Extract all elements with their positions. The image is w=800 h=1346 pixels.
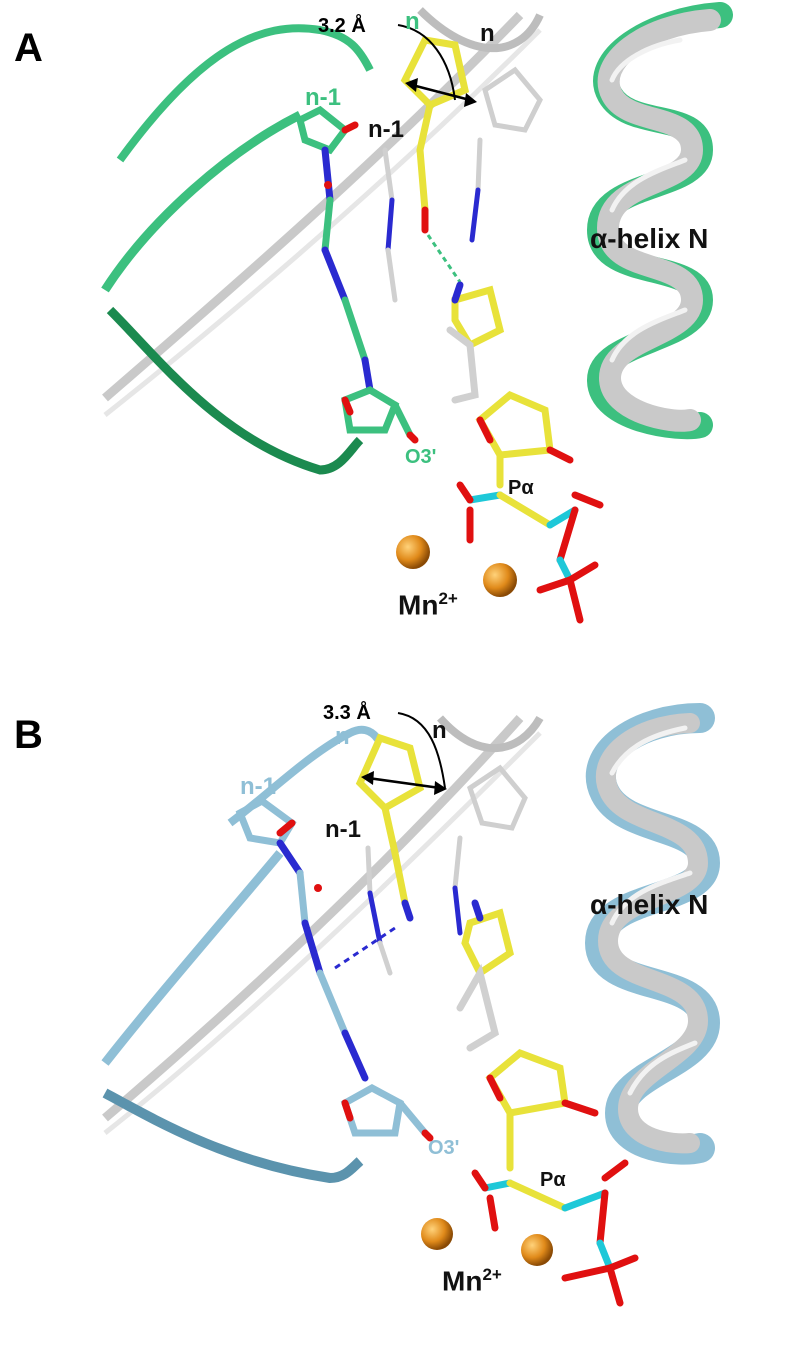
distance-label: 3.2 Å xyxy=(318,15,366,37)
grey-nucleotide-n xyxy=(452,764,528,936)
green-backbone-main xyxy=(101,110,303,293)
green-backbone-top xyxy=(116,24,374,163)
hydrogen-bond-dashed xyxy=(334,926,396,970)
ion-charge: 2+ xyxy=(482,1265,502,1284)
panel-a: A 3.2 Å n n n-1 n-1 α-helix N O3' Pα Mn2… xyxy=(14,2,733,624)
alpha-helix-n xyxy=(584,703,721,1165)
hydrogen-bond-dashed xyxy=(426,234,462,283)
yellow-nucleotide-n xyxy=(400,36,470,234)
grey-nucleotide-n xyxy=(469,66,543,243)
panel-letter: A xyxy=(14,26,43,70)
grey-backbone-top xyxy=(437,715,544,752)
distance-arrow xyxy=(367,776,441,790)
distance-callout-curve xyxy=(397,24,456,101)
grey-backbone-lower xyxy=(103,731,542,1135)
manganese-ion-1 xyxy=(396,535,430,569)
grey-backbone-upper xyxy=(102,714,524,1122)
residue-n-colored-label: n xyxy=(405,8,420,35)
residue-n-1-grey-label: n-1 xyxy=(325,816,361,843)
distance-callout-curve xyxy=(397,712,446,789)
manganese-label: Mn2+ xyxy=(398,590,458,619)
structure-panel-a xyxy=(101,2,733,624)
ion-symbol: Mn xyxy=(442,1265,483,1297)
p-alpha-label: Pα xyxy=(508,477,534,499)
residue-n-grey-label: n xyxy=(432,717,447,744)
green-backbone-lower xyxy=(106,306,364,475)
grey-nucleotide-n-1 xyxy=(382,147,398,303)
o3-label: O3' xyxy=(405,446,437,468)
blue-backbone-lower xyxy=(102,1088,364,1184)
manganese-ion-2 xyxy=(521,1234,553,1266)
panel-b: B 3.3 Å n n n-1 n-1 α-helix N O3' Pα Mn2… xyxy=(0,673,800,1346)
yellow-nucleotide-n xyxy=(355,733,425,922)
residue-n-1-colored-label: n-1 xyxy=(240,773,276,800)
ion-charge: 2+ xyxy=(438,589,458,608)
structure-panel-b xyxy=(101,703,721,1307)
incoming-dntp xyxy=(456,899,599,1117)
incoming-dntp xyxy=(446,281,574,464)
manganese-ion-2 xyxy=(483,563,517,597)
o3-label: O3' xyxy=(428,1137,460,1159)
residue-n-1-colored-label: n-1 xyxy=(305,84,341,111)
residue-n-1-grey-label: n-1 xyxy=(368,116,404,143)
blue-backbone-main xyxy=(101,850,284,1066)
distance-label: 3.3 Å xyxy=(323,702,371,724)
panel-letter: B xyxy=(14,713,43,757)
triphosphate xyxy=(471,1109,639,1307)
grey-backbone-top xyxy=(417,7,544,53)
p-alpha-label: Pα xyxy=(540,1169,566,1191)
manganese-ion-1 xyxy=(421,1218,453,1250)
helix-label: α-helix N xyxy=(590,223,709,254)
green-nucleotide-n-1 xyxy=(295,105,419,444)
ion-symbol: Mn xyxy=(398,589,439,621)
manganese-label: Mn2+ xyxy=(442,1266,502,1295)
helix-label: α-helix N xyxy=(590,889,709,920)
blue-nucleotide-n-1 xyxy=(235,796,434,1142)
distance-arrow xyxy=(411,83,471,102)
alpha-helix-n xyxy=(586,2,733,440)
residue-n-grey-label: n xyxy=(480,20,495,47)
residue-n-colored-label: n xyxy=(335,723,350,750)
triphosphate xyxy=(456,451,604,624)
grey-nucleotide-n-1 xyxy=(365,845,393,976)
